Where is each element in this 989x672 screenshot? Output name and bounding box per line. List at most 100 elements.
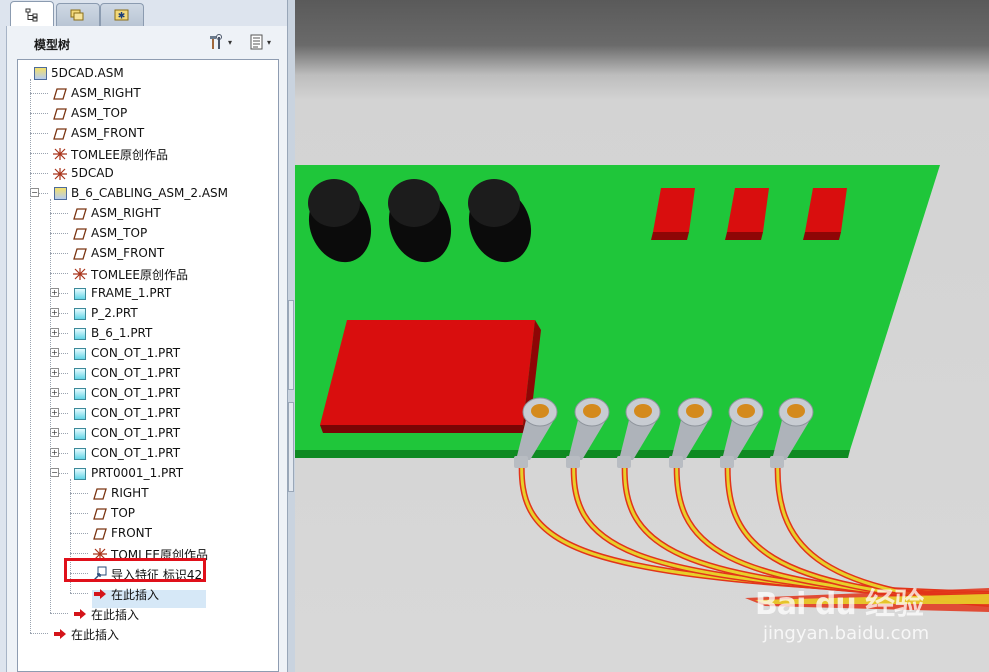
tree-item-label: TOMLEE原创作品 [71,148,168,162]
smd-component-side [725,232,763,240]
part-icon [72,426,88,441]
tree-connector [50,293,68,294]
tree-item[interactable]: + CON_OT_1.PRT [18,363,278,383]
expand-icon[interactable]: + [50,408,59,417]
tree-item[interactable]: ASM_RIGHT [18,203,278,223]
tree-item[interactable]: ASM_RIGHT [18,83,278,103]
terminal-neck [671,420,709,460]
tree-item[interactable]: ASM_TOP [18,223,278,243]
tree-item[interactable]: +CON_OT_1.PRT [18,343,278,363]
expand-icon[interactable]: + [50,348,59,357]
tree-connector [30,633,48,634]
collapse-icon[interactable]: − [50,468,59,477]
tree-item-label: 导入特征 标识42 [111,568,203,582]
tree-item[interactable]: + B_6_1.PRT [18,323,278,343]
model-tree-tab[interactable] [10,1,54,27]
insert-here-icon [72,606,88,621]
expand-icon[interactable]: + [50,388,59,397]
tree-connector [30,79,31,633]
show-menu-button[interactable]: ▾ [245,32,275,52]
tree-connector [30,153,48,154]
svg-text:✱: ✱ [118,12,126,22]
terminal-pad [787,404,805,418]
tree-item[interactable]: −B_6_CABLING_ASM_2.ASM [18,183,278,203]
tree-item-label: ASM_TOP [71,106,128,120]
tree-connector [70,553,88,554]
tree-item[interactable]: 在此插入 [18,603,278,623]
wire-bundle-core [755,594,989,604]
tree-item-label: CON_OT_1.PRT [91,446,181,460]
expand-icon[interactable]: + [50,328,59,337]
tree-connector [50,613,68,614]
tree-item[interactable]: FRONT [18,523,278,543]
tree-item-label: ASM_TOP [91,226,148,240]
coordinate-system-icon [52,146,68,161]
tree-item-label: 在此插入 [71,628,120,642]
tree-item[interactable]: ASM_TOP [18,103,278,123]
terminal-crimp [770,456,784,468]
tree-item[interactable]: TOP [18,503,278,523]
tree-item[interactable]: +CON_OT_1.PRT [18,423,278,443]
datum-plane-icon [52,126,68,141]
large-component-top [320,320,535,425]
tree-item[interactable]: + CON_OT_1.PRT [18,383,278,403]
tree-item-label: CON_OT_1.PRT [91,386,181,400]
tree-item[interactable]: +P_2.PRT [18,303,278,323]
tree-item[interactable]: RIGHT [18,483,278,503]
expand-icon[interactable]: + [50,428,59,437]
tree-item-label: B_6_1.PRT [91,326,153,340]
part-icon [72,446,88,461]
part-icon [72,366,88,381]
tree-item-label: ASM_RIGHT [91,206,161,220]
part-icon [72,466,88,481]
tree-item[interactable]: + FRAME_1.PRT [18,283,278,303]
tree-item[interactable]: TOMLEE原创作品 [18,143,278,163]
tree-item[interactable]: TOMLEE原创作品 [18,543,278,563]
splitter-handle[interactable] [288,402,294,492]
tree-item[interactable]: 在此插入 [18,583,278,603]
tree-item-label: FRAME_1.PRT [91,286,172,300]
part-icon [72,386,88,401]
tree-item[interactable]: 导入特征 标识42 [18,563,278,583]
collapse-icon[interactable]: − [30,188,39,197]
tree-connector [30,133,48,134]
tree-item[interactable]: +CON_OT_1.PRT [18,403,278,423]
terminal-crimp [514,456,528,468]
tree-item-label: FRONT [111,526,152,540]
tree-connector [50,273,68,274]
datum-plane-icon [72,206,88,221]
datum-plane-icon [92,526,108,541]
settings-menu-button[interactable]: ▾ [205,32,235,52]
part-icon [72,286,88,301]
favorites-tab[interactable]: ✱ [100,3,144,26]
tree-connector [50,393,68,394]
expand-icon[interactable]: + [50,308,59,317]
datum-plane-icon [92,506,108,521]
splitter-handle[interactable] [288,300,294,390]
tree-item[interactable]: −PRT0001_1.PRT [18,463,278,483]
tree-item[interactable]: 在此插入 [18,623,278,643]
panel-tabs: ✱ [0,0,287,27]
tree-connector [50,473,68,474]
tree-item[interactable]: TOMLEE原创作品 [18,263,278,283]
chevron-down-icon: ▾ [227,37,232,47]
expand-icon[interactable]: + [50,448,59,457]
terminal-neck [722,420,760,460]
tree-item-label: CON_OT_1.PRT [91,366,181,380]
terminal-pad [531,404,549,418]
tree-item[interactable]: ASM_FRONT [18,243,278,263]
expand-icon[interactable]: + [50,368,59,377]
coordinate-system-icon [52,166,68,181]
tree-item[interactable]: ASM_FRONT [18,123,278,143]
tree-item[interactable]: 5DCAD [18,163,278,183]
3d-viewport[interactable] [295,0,989,672]
expand-icon[interactable]: + [50,288,59,297]
smd-component [727,188,769,232]
folder-browser-tab[interactable] [56,3,100,26]
tree-item-label: ASM_FRONT [91,246,165,260]
tree-item[interactable]: + CON_OT_1.PRT [18,443,278,463]
terminal-neck [772,420,810,460]
tree-item[interactable]: 5DCAD.ASM [18,63,278,83]
capacitor-top [468,179,520,227]
